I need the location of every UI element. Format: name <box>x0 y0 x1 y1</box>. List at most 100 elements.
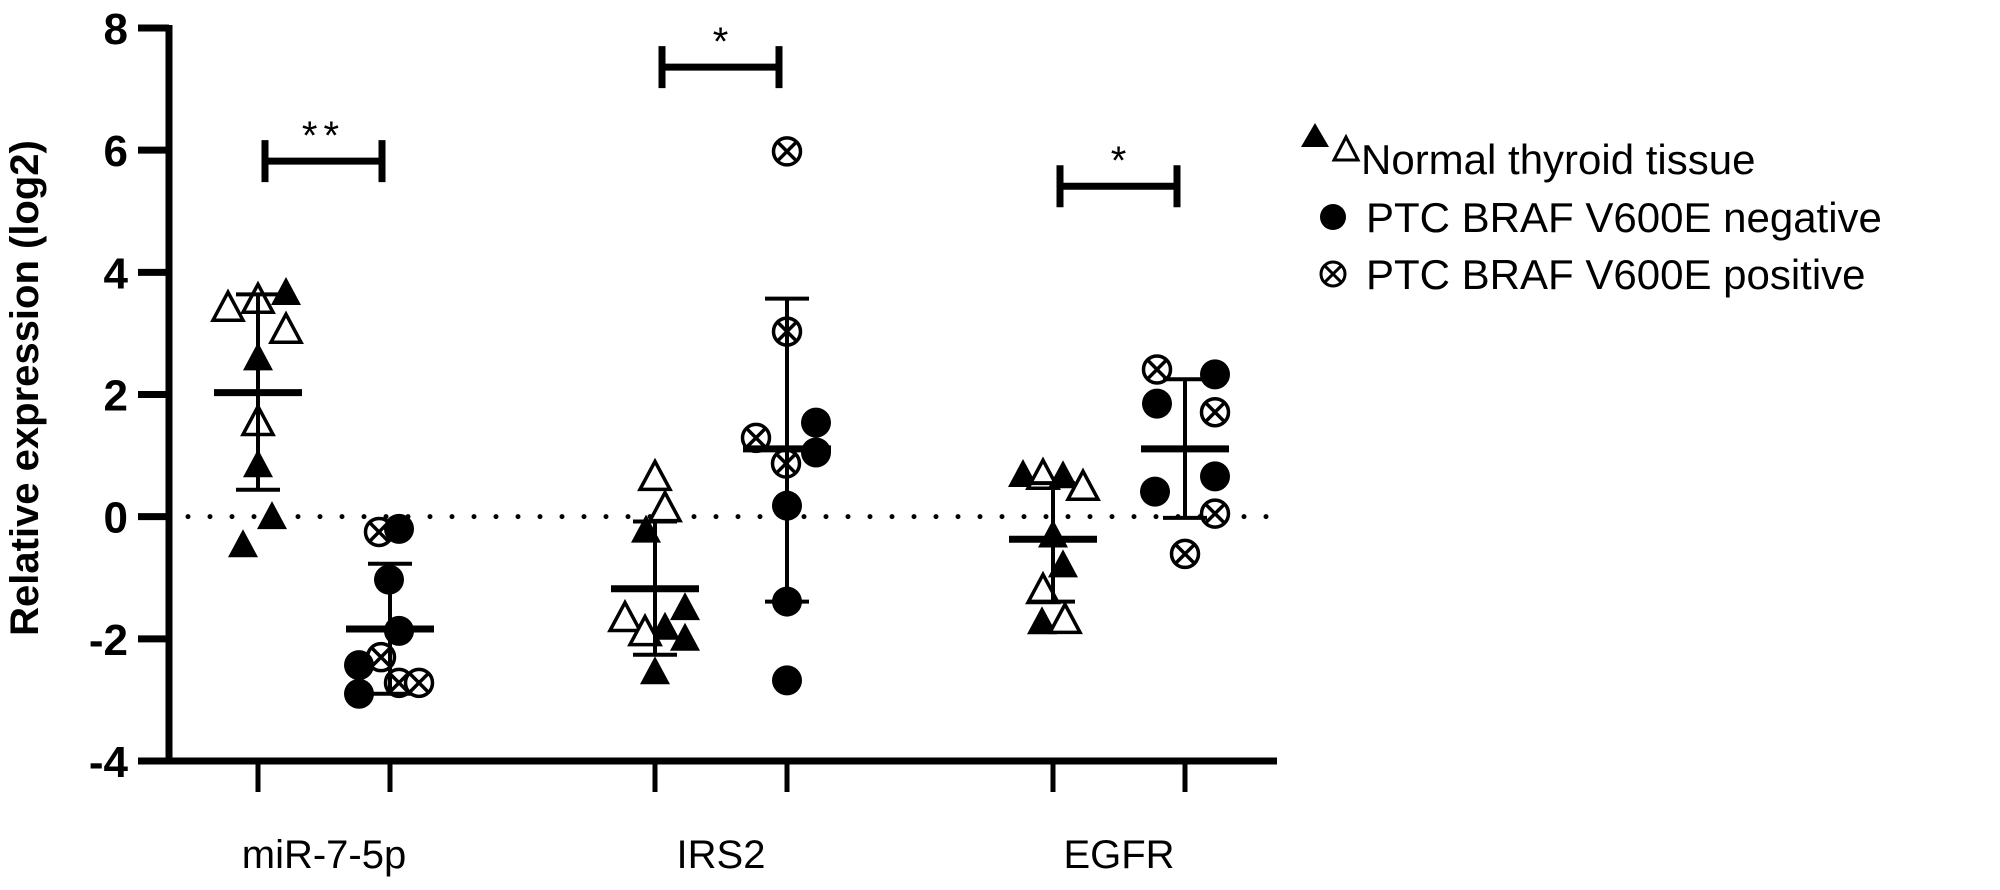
filled-circle-marker-icon <box>1200 359 1230 390</box>
open-triangle-marker-icon <box>647 488 683 523</box>
filled-circle-marker-icon <box>1140 476 1170 507</box>
filled-triangle-marker-icon <box>228 529 258 558</box>
filled-circle-marker-icon <box>801 407 831 438</box>
open-triangle-marker-icon <box>1065 467 1101 501</box>
significance-brackets: **** <box>261 20 1181 208</box>
marker-shape <box>344 650 374 681</box>
marker-cross <box>370 646 392 668</box>
marker-shape <box>670 592 700 621</box>
marker-shape <box>647 488 683 523</box>
marker-shape <box>228 529 258 558</box>
marker-shape <box>1047 600 1083 635</box>
x-category-label: miR-7-5p <box>242 833 406 877</box>
marker-shape <box>1048 549 1078 578</box>
circle-cross-marker-icon <box>1169 538 1201 570</box>
marker-shape <box>1065 467 1101 501</box>
legend-cross-line <box>1323 264 1343 284</box>
significance-label: * <box>713 20 729 64</box>
y-axis-title: Relative expression (log2) <box>3 140 47 636</box>
filled-circle-marker-icon <box>1200 461 1230 492</box>
marker-shape <box>1200 359 1230 390</box>
significance-bracket: * <box>658 20 783 89</box>
marker-shape <box>650 611 680 640</box>
legend-label: PTC BRAF V600E negative <box>1366 194 1882 241</box>
x-category-label: EGFR <box>1063 833 1174 877</box>
filled-triangle-marker-icon <box>670 592 700 621</box>
open-triangle-marker-icon <box>607 598 643 633</box>
circle-cross-marker-icon <box>1199 396 1231 428</box>
marker-shape <box>801 437 831 468</box>
open-triangle-marker-icon <box>268 310 304 344</box>
significance-label: ** <box>302 114 345 158</box>
legend-item: PTC BRAF V600E negative <box>1320 194 1882 241</box>
legend-item: Normal thyroid tissue <box>1301 123 1755 183</box>
marker-cross <box>776 140 798 163</box>
legend-label: Normal thyroid tissue <box>1361 136 1755 183</box>
filled-circle-marker-icon <box>384 513 414 544</box>
marker-cross <box>1174 543 1196 565</box>
filled-circle-marker-icon <box>1142 388 1172 419</box>
significance-label: * <box>1111 139 1127 183</box>
significance-bracket: * <box>1056 139 1181 208</box>
y-tick-label: 8 <box>104 5 128 54</box>
open-triangle-marker-icon <box>210 288 246 322</box>
data-group <box>210 276 304 558</box>
circle-cross-marker-icon <box>403 667 435 699</box>
marker-shape <box>627 612 663 647</box>
marker-cross <box>408 672 430 694</box>
marker-shape <box>637 457 673 492</box>
open-triangle-marker-icon <box>637 457 673 492</box>
open-triangle-marker-icon <box>627 612 663 647</box>
marker-shape <box>1027 606 1057 635</box>
data-group <box>1140 354 1231 570</box>
marker-shape <box>1200 461 1230 492</box>
data-group <box>740 136 831 696</box>
filled-circle-marker-icon <box>801 437 831 468</box>
marker-cross <box>1204 401 1226 423</box>
legend-label: PTC BRAF V600E positive <box>1366 251 1866 298</box>
marker-shape <box>1142 388 1172 419</box>
legend-filled-circle-icon <box>1320 204 1346 230</box>
marker-shape <box>344 678 374 709</box>
marker-shape <box>257 501 287 530</box>
marker-shape <box>640 656 670 685</box>
open-triangle-marker-icon <box>1047 600 1083 635</box>
filled-circle-marker-icon <box>344 678 374 709</box>
legend-item: PTC BRAF V600E positive <box>1319 251 1866 298</box>
filled-triangle-marker-icon <box>257 501 287 530</box>
y-tick-label: -2 <box>89 616 128 665</box>
y-tick-label: 2 <box>104 372 128 421</box>
legend-open-triangle-icon <box>1331 133 1361 162</box>
y-tick-label: 6 <box>104 127 128 176</box>
marker-cross <box>1146 358 1168 381</box>
marker-cross <box>745 427 767 449</box>
filled-triangle-marker-icon <box>670 622 700 651</box>
circle-cross-marker-icon <box>771 136 803 167</box>
marker-shape <box>271 276 301 305</box>
legend-filled-triangle-icon <box>1301 123 1329 147</box>
data-group <box>344 513 435 709</box>
marker-shape <box>384 513 414 544</box>
marker-shape <box>801 407 831 438</box>
plot-groups <box>210 136 1231 709</box>
filled-circle-marker-icon <box>772 665 802 696</box>
marker-shape <box>607 598 643 633</box>
filled-triangle-marker-icon <box>1048 549 1078 578</box>
marker-shape <box>210 288 246 322</box>
significance-bracket: ** <box>261 114 386 183</box>
filled-circle-marker-icon <box>344 650 374 681</box>
data-group <box>607 457 700 685</box>
marker-shape <box>268 310 304 344</box>
data-group <box>1008 456 1101 635</box>
circle-cross-marker-icon <box>365 641 397 673</box>
y-tick-label: 4 <box>104 249 129 298</box>
marker-shape <box>772 665 802 696</box>
marker-shape <box>670 622 700 651</box>
marker-shape <box>1140 476 1170 507</box>
filled-triangle-marker-icon <box>271 276 301 305</box>
filled-triangle-marker-icon <box>1027 606 1057 635</box>
